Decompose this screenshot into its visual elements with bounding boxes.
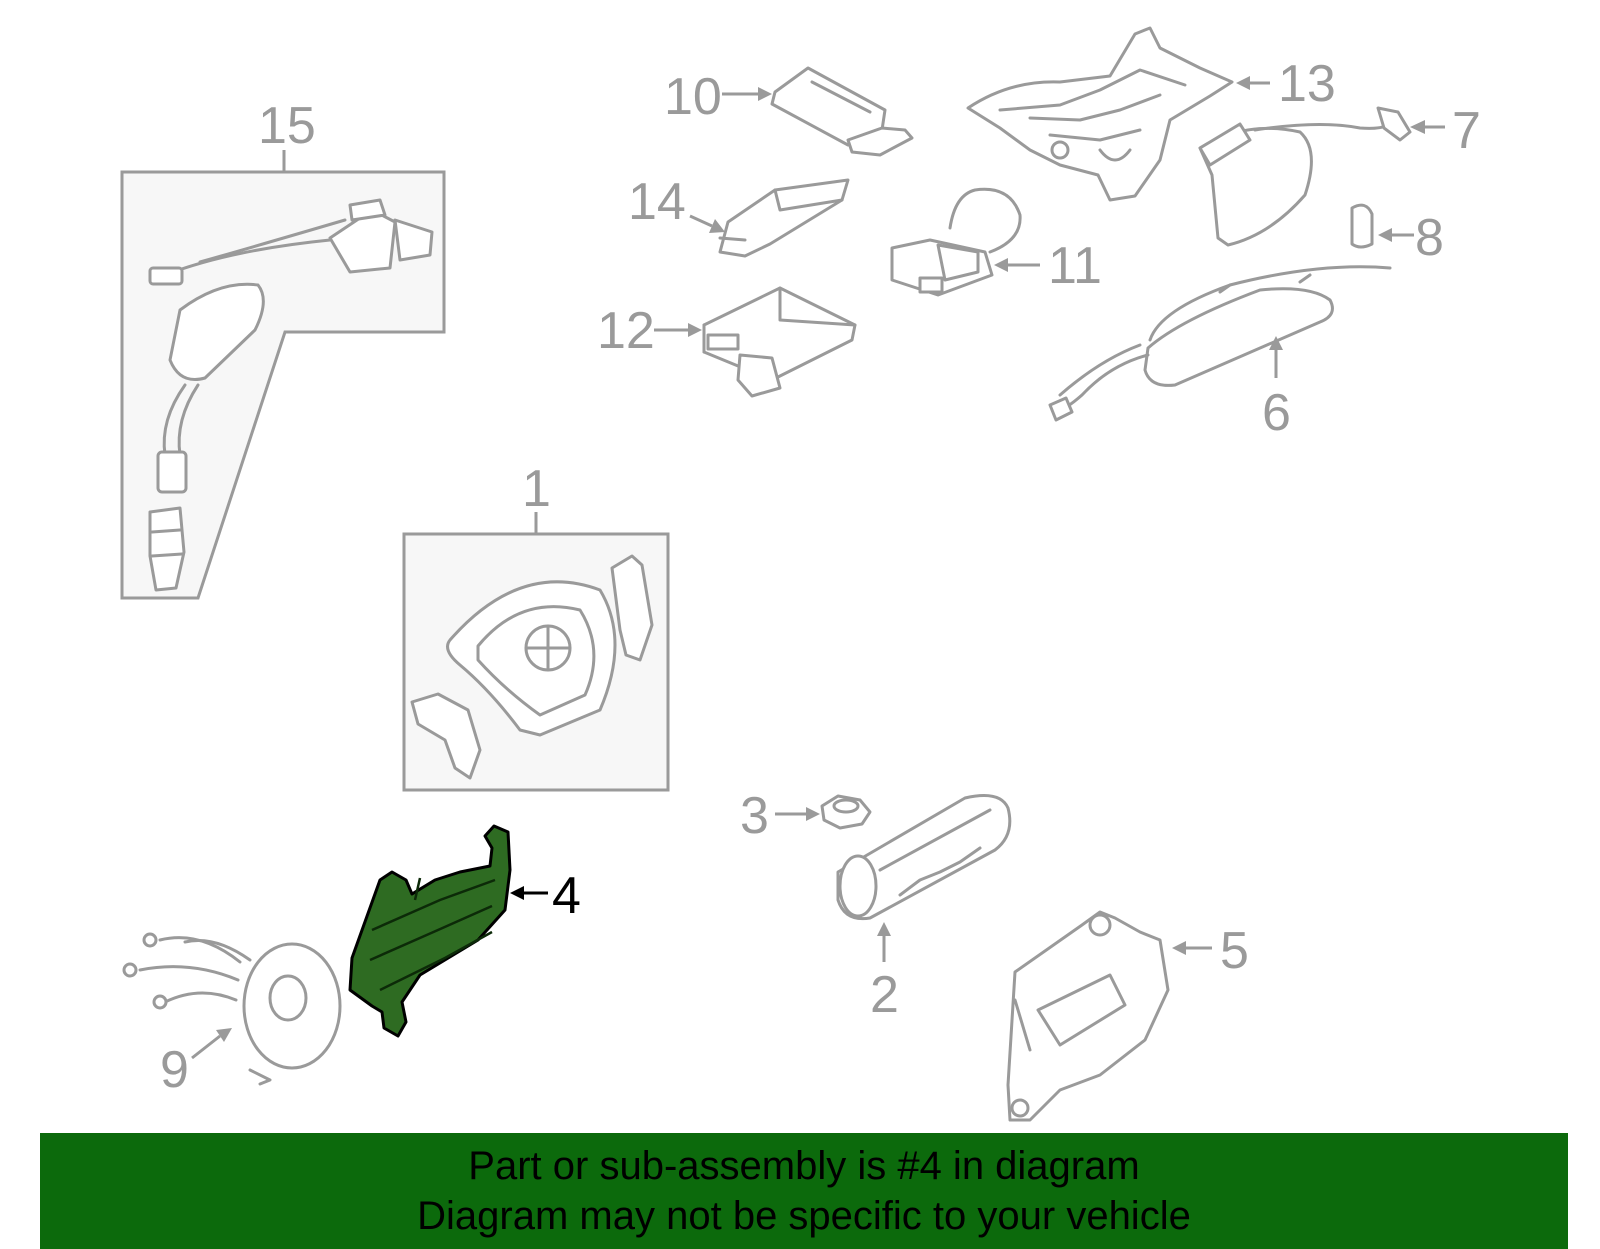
callout-6: 6 [1262,384,1291,442]
part-1-wheel-airbag [410,554,654,780]
part-12-module [702,286,857,398]
notice-banner: Part or sub-assembly is #4 in diagram Di… [40,1133,1568,1249]
part-15-harness-group [120,170,446,600]
notice-line-2: Diagram may not be specific to your vehi… [417,1194,1191,1238]
callout-14: 14 [628,173,686,231]
part-11-sensor [890,187,1022,297]
callout-11: 11 [1048,237,1102,295]
callout-12: 12 [597,302,655,360]
part-2-passenger-airbag [836,794,1012,921]
callout-4: 4 [552,867,581,925]
part-10-sensor [770,66,914,157]
callout-13: 13 [1278,55,1336,113]
callout-9: 9 [160,1041,189,1099]
part-6-head-airbag [1048,265,1392,422]
callout-1: 1 [522,460,551,518]
part-9-clock-spring [122,932,342,1086]
callout-3: 3 [740,787,769,845]
part-8-clip [1350,203,1374,249]
callout-10: 10 [664,68,722,126]
part-5-side-airbag [1006,910,1170,1122]
part-4-highlighted-airbag[interactable] [348,824,512,1038]
callout-5: 5 [1220,922,1249,980]
part-3-nut [820,794,872,830]
callout-7: 7 [1452,102,1481,160]
part-13-frame [966,26,1234,202]
part-14-sensor [718,178,850,258]
notice-line-1: Part or sub-assembly is #4 in diagram [468,1144,1140,1188]
callout-8: 8 [1415,209,1444,267]
callout-2: 2 [870,966,899,1024]
part-7-side-airbag [1198,106,1412,247]
callout-15: 15 [258,97,316,155]
